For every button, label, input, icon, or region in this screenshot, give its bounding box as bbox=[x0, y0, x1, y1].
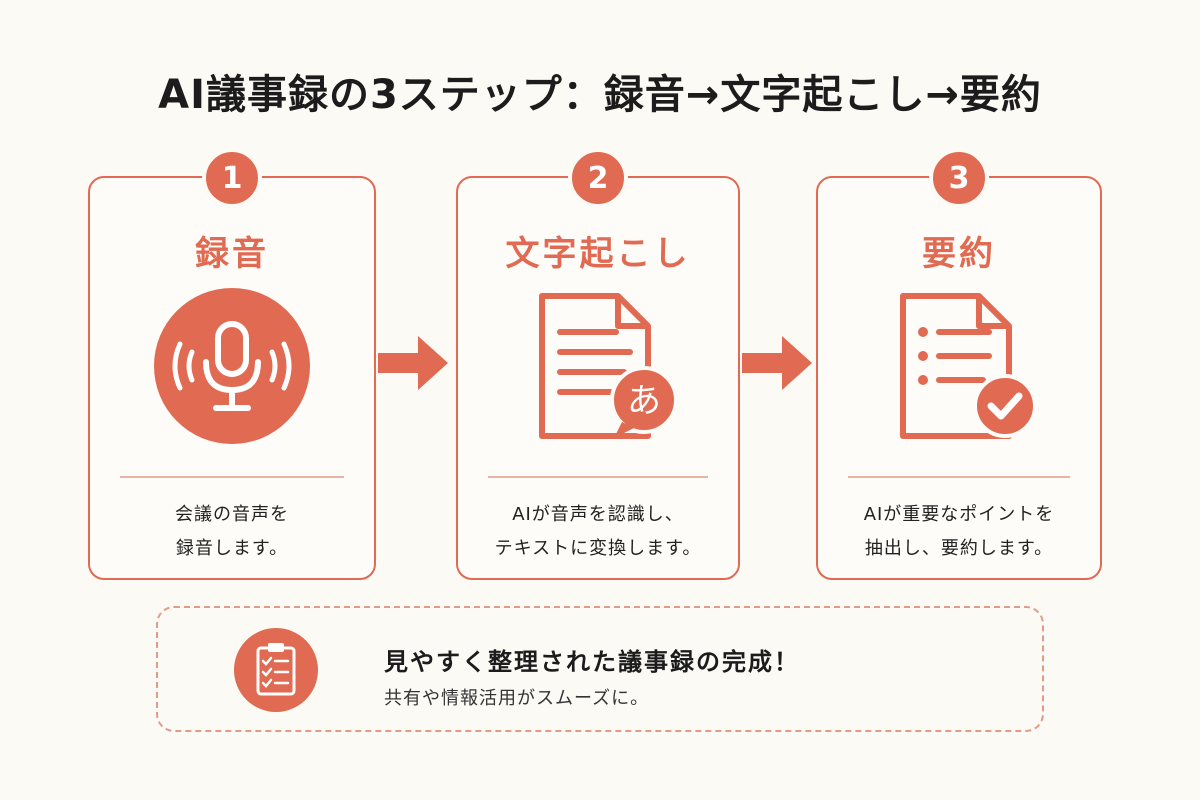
step-description: AIが音声を認識し、 テキストに変換します。 bbox=[458, 498, 738, 566]
card-divider bbox=[120, 476, 344, 478]
arrow-right-icon bbox=[378, 336, 448, 390]
step-title: 文字起こし bbox=[505, 234, 691, 274]
step-number-badge: 2 bbox=[568, 148, 628, 208]
clipboard-checklist-icon bbox=[234, 628, 318, 712]
description-line: AIが重要なポイントを bbox=[863, 504, 1055, 525]
step-card-recording: 1 録音 会議の音声を 録音します。 bbox=[88, 148, 376, 580]
result-banner: 見やすく整理された議事録の完成！ 共有や情報活用がスムーズに。 bbox=[156, 606, 1044, 732]
step-title: 要約 bbox=[922, 234, 996, 274]
step-number-badge: 1 bbox=[202, 148, 262, 208]
hiragana-glyph: あ bbox=[627, 381, 661, 421]
description-line: AIが音声を認識し、 bbox=[512, 504, 684, 525]
description-line: 録音します。 bbox=[175, 538, 289, 559]
step-card-transcription: 2 文字起こし あ AIが音声を認識し、 テキストに変換します。 bbox=[456, 148, 740, 580]
transcript-document-icon: あ bbox=[539, 293, 678, 439]
arrow-right-icon bbox=[742, 336, 812, 390]
step-card-summary: 3 要約 AIが重要なポイントを 抽出し、要約します。 bbox=[816, 148, 1102, 580]
page-title: AI議事録の3ステップ：録音→文字起こし→要約 bbox=[158, 72, 1042, 118]
description-line: テキストに変換します。 bbox=[494, 538, 702, 559]
step-description: AIが重要なポイントを 抽出し、要約します。 bbox=[818, 498, 1100, 566]
card-divider bbox=[488, 476, 708, 478]
step-number-badge: 3 bbox=[929, 148, 989, 208]
step-title: 録音 bbox=[195, 234, 269, 274]
result-subtitle: 共有や情報活用がスムーズに。 bbox=[384, 688, 650, 709]
result-title: 見やすく整理された議事録の完成！ bbox=[384, 648, 800, 676]
summary-document-check-icon bbox=[900, 293, 1037, 439]
description-line: 会議の音声を bbox=[175, 504, 289, 525]
microphone-icon bbox=[154, 288, 310, 444]
card-divider bbox=[848, 476, 1070, 478]
description-line: 抽出し、要約します。 bbox=[864, 538, 1054, 559]
step-description: 会議の音声を 録音します。 bbox=[90, 498, 374, 566]
